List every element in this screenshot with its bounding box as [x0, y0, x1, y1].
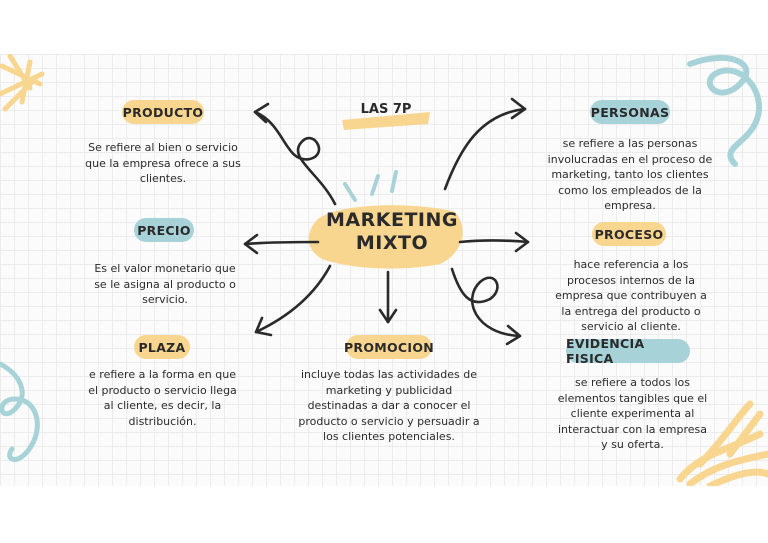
center-blob — [308, 205, 463, 269]
desc-line: cliente experimenta al — [570, 407, 695, 420]
desc-line: empresa que contribuyen a — [555, 289, 707, 302]
arrow-proceso — [458, 239, 530, 244]
center-title-line2: MIXTO — [355, 232, 429, 254]
center-sparkle — [343, 170, 398, 202]
node-title-proceso: PROCESO — [592, 222, 666, 246]
desc-line: distribución. — [128, 414, 197, 428]
desc-line: Se refiere al bien o servicio — [88, 141, 238, 154]
node-title-plaza: PLAZA — [134, 335, 190, 359]
desc-line: al cliente, es decir, la — [103, 399, 222, 412]
node-desc-proceso: hace referencia a los procesos internos … — [535, 257, 727, 335]
desc-line: e refiere a la forma en que — [89, 368, 236, 381]
desc-line: servicio al cliente. — [581, 320, 681, 333]
desc-line: se refiere a las personas — [562, 137, 698, 150]
desc-line: marketing, tanto los clientes — [551, 168, 709, 181]
node-title-precio: PRECIO — [134, 218, 194, 242]
desc-line: se refiere a todos los — [574, 376, 691, 389]
desc-line: producto o servicio y persuadir a — [298, 414, 480, 428]
decorations — [0, 54, 768, 486]
desc-line: elementos tangibles que el — [557, 391, 708, 405]
scribble-bottom-right — [676, 400, 768, 486]
desc-line: interactuar con la empresa — [558, 422, 707, 436]
node-title-promocion: PROMOCION — [344, 335, 434, 359]
node-desc-producto: Se refiere al bien o servicio que la emp… — [68, 140, 258, 187]
desc-line: destinadas a dar a conocer el — [307, 399, 471, 412]
squiggle-bottom-left — [0, 361, 40, 462]
desc-line: clientes. — [139, 172, 187, 185]
arrow-producto — [253, 110, 337, 206]
desc-line: el producto o servicio llega — [88, 383, 237, 397]
node-title-producto: PRODUCTO — [122, 100, 204, 124]
desc-line: servicio. — [142, 293, 188, 306]
desc-line: incluye todas las actividades de — [300, 368, 478, 381]
node-desc-plaza: e refiere a la forma en que el producto … — [65, 367, 260, 429]
desc-line: como los empleados de la — [558, 183, 702, 197]
desc-line: marketing y publicidad — [325, 383, 453, 397]
desc-line: se le asigna al producto o — [94, 277, 236, 291]
arrow-precio — [243, 240, 320, 246]
node-desc-promocion: incluye todas las actividades de marketi… — [283, 367, 495, 445]
mind-map-board: LAS 7P MARKETING MIXTO PRODUCTO Se refie… — [0, 54, 768, 486]
desc-line: empresa. — [604, 199, 656, 212]
desc-line: y su oferta. — [601, 438, 664, 451]
arrow-personas — [443, 107, 527, 191]
node-title-personas: PERSONAS — [590, 100, 670, 124]
desc-line: involucradas en el proceso de — [547, 152, 713, 166]
sparkle-top-left — [0, 54, 45, 112]
arrow-evidencia — [450, 267, 522, 338]
center-title-line1: MARKETING — [326, 209, 458, 231]
squiggle-top-right — [687, 54, 763, 167]
desc-line: los clientes potenciales. — [323, 430, 455, 443]
node-desc-precio: Es el valor monetario que se le asigna a… — [70, 261, 260, 308]
center-title: MARKETING MIXTO — [312, 209, 472, 255]
las7p-highlight — [342, 112, 430, 130]
node-title-evidencia: EVIDENCIA FISICA — [566, 336, 690, 366]
header-label: LAS 7P — [360, 102, 412, 117]
desc-line: procesos internos de la — [567, 273, 695, 287]
desc-line: hace referencia a los — [573, 258, 689, 271]
desc-line: que la empresa ofrece a sus — [85, 156, 241, 170]
desc-line: Es el valor monetario que — [94, 262, 236, 275]
arrow-plaza — [254, 264, 332, 334]
node-desc-personas: se refiere a las personas involucradas e… — [530, 136, 730, 214]
node-desc-evidencia: se refiere a todos los elementos tangibl… — [535, 375, 730, 453]
desc-line: la entrega del producto o — [561, 304, 701, 318]
